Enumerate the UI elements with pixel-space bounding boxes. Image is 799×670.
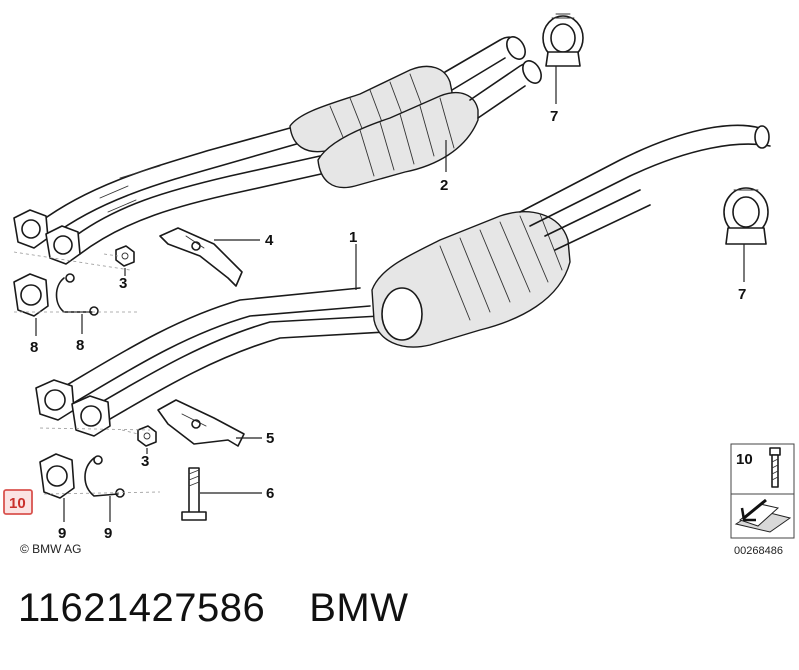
callout-8-lower: 9 [58,525,66,542]
callout-10-highlighted[interactable]: 10 [3,489,33,515]
front-pipe-with-catalytic-converters [13,36,542,265]
callout-9-lower: 9 [104,525,112,542]
callout-3-lower: 3 [141,453,149,470]
main-pipe-with-catalytic-converter [35,124,771,437]
part-caption: 11621427586 BMW [18,586,409,631]
inset-callout-10: 10 [736,451,753,468]
callout-7-lower: 7 [738,286,746,303]
bracket-lower [157,399,245,447]
callout-2: 2 [440,177,448,194]
callout-10-label: 10 [9,495,26,512]
inset-bolt-icon [769,447,781,488]
exhaust-parts-diagram: 1 2 3 3 4 5 6 7 7 8 8 9 9 10 © BMW AG 10… [3,13,795,557]
hex-nut-upper [115,245,135,267]
callout-8-upper: 8 [30,339,38,356]
callout-9-upper: 8 [76,337,84,354]
half-ring-upper [55,273,99,316]
inset-detail-box: 10 00268486 [730,443,795,557]
copyright-notice: © BMW AG [20,542,82,556]
callout-1: 1 [349,229,357,246]
callout-3-upper: 3 [119,275,127,292]
callout-6: 6 [266,485,274,502]
gasket-lower [39,453,75,499]
bolt [181,467,207,521]
hex-nut-lower [137,425,157,447]
pipe-clamp-lower [723,187,769,245]
leader-lines [35,66,745,522]
half-ring-lower [84,455,125,498]
brand-name: BMW [309,586,409,630]
bracket-upper [159,227,243,287]
pipe-clamp-upper [542,13,584,67]
callout-4: 4 [265,232,274,249]
part-number: 11621427586 [18,586,266,630]
gasket-upper [13,273,49,317]
inset-reference-number: 00268486 [734,545,783,557]
callout-7-upper: 7 [550,108,558,125]
inset-arrow-icon [734,498,792,533]
callout-5: 5 [266,430,274,447]
assembly-guide-lines [13,251,161,495]
